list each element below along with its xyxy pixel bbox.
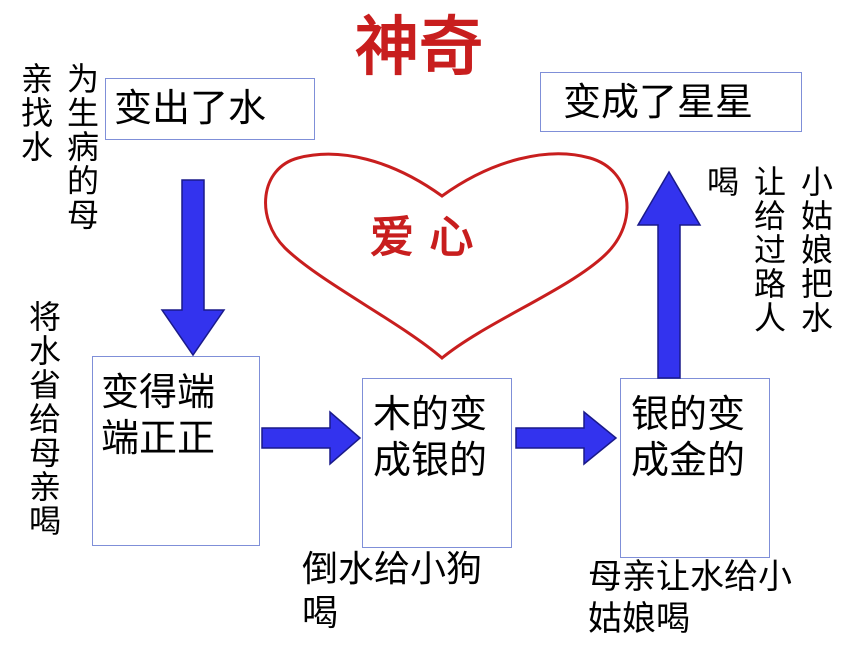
arrow-right-1 [261, 410, 362, 466]
box-upright-label: 变得端 端正正 [101, 370, 216, 460]
arrow-down [160, 179, 226, 357]
box-wood-to-silver: 木的变 成银的 [362, 378, 512, 548]
note-right-col1: 小姑娘把水 [800, 163, 833, 337]
box-stars: 变成了星星 [540, 72, 802, 132]
box-wood-to-silver-label: 木的变 成银的 [373, 392, 488, 482]
arrow-right-2 [515, 410, 618, 466]
note-left-col2: 为生病的母 [66, 60, 99, 234]
arrow-up [636, 170, 702, 379]
box-stars-label: 变成了星星 [563, 80, 754, 124]
note-dog: 倒水给小狗 喝 [302, 549, 483, 634]
box-upright: 变得端 端正正 [92, 356, 260, 546]
note-right-col2: 让给过路人 [753, 163, 786, 337]
note-left-lower: 将水省给母亲喝 [28, 298, 61, 540]
heart-shape [264, 152, 629, 360]
note-left-col1: 亲找水 [20, 60, 53, 166]
page-title: 神奇 [355, 10, 483, 85]
box-water-label: 变出了水 [114, 86, 267, 130]
note-right-col3: 喝 [706, 163, 739, 201]
heart-label: 爱 心 [370, 212, 474, 263]
box-silver-to-gold: 银的变 成金的 [620, 378, 770, 558]
note-mother: 母亲让水给小 姑娘喝 [588, 557, 792, 639]
box-silver-to-gold-label: 银的变 成金的 [631, 392, 746, 482]
box-water: 变出了水 [105, 78, 315, 140]
